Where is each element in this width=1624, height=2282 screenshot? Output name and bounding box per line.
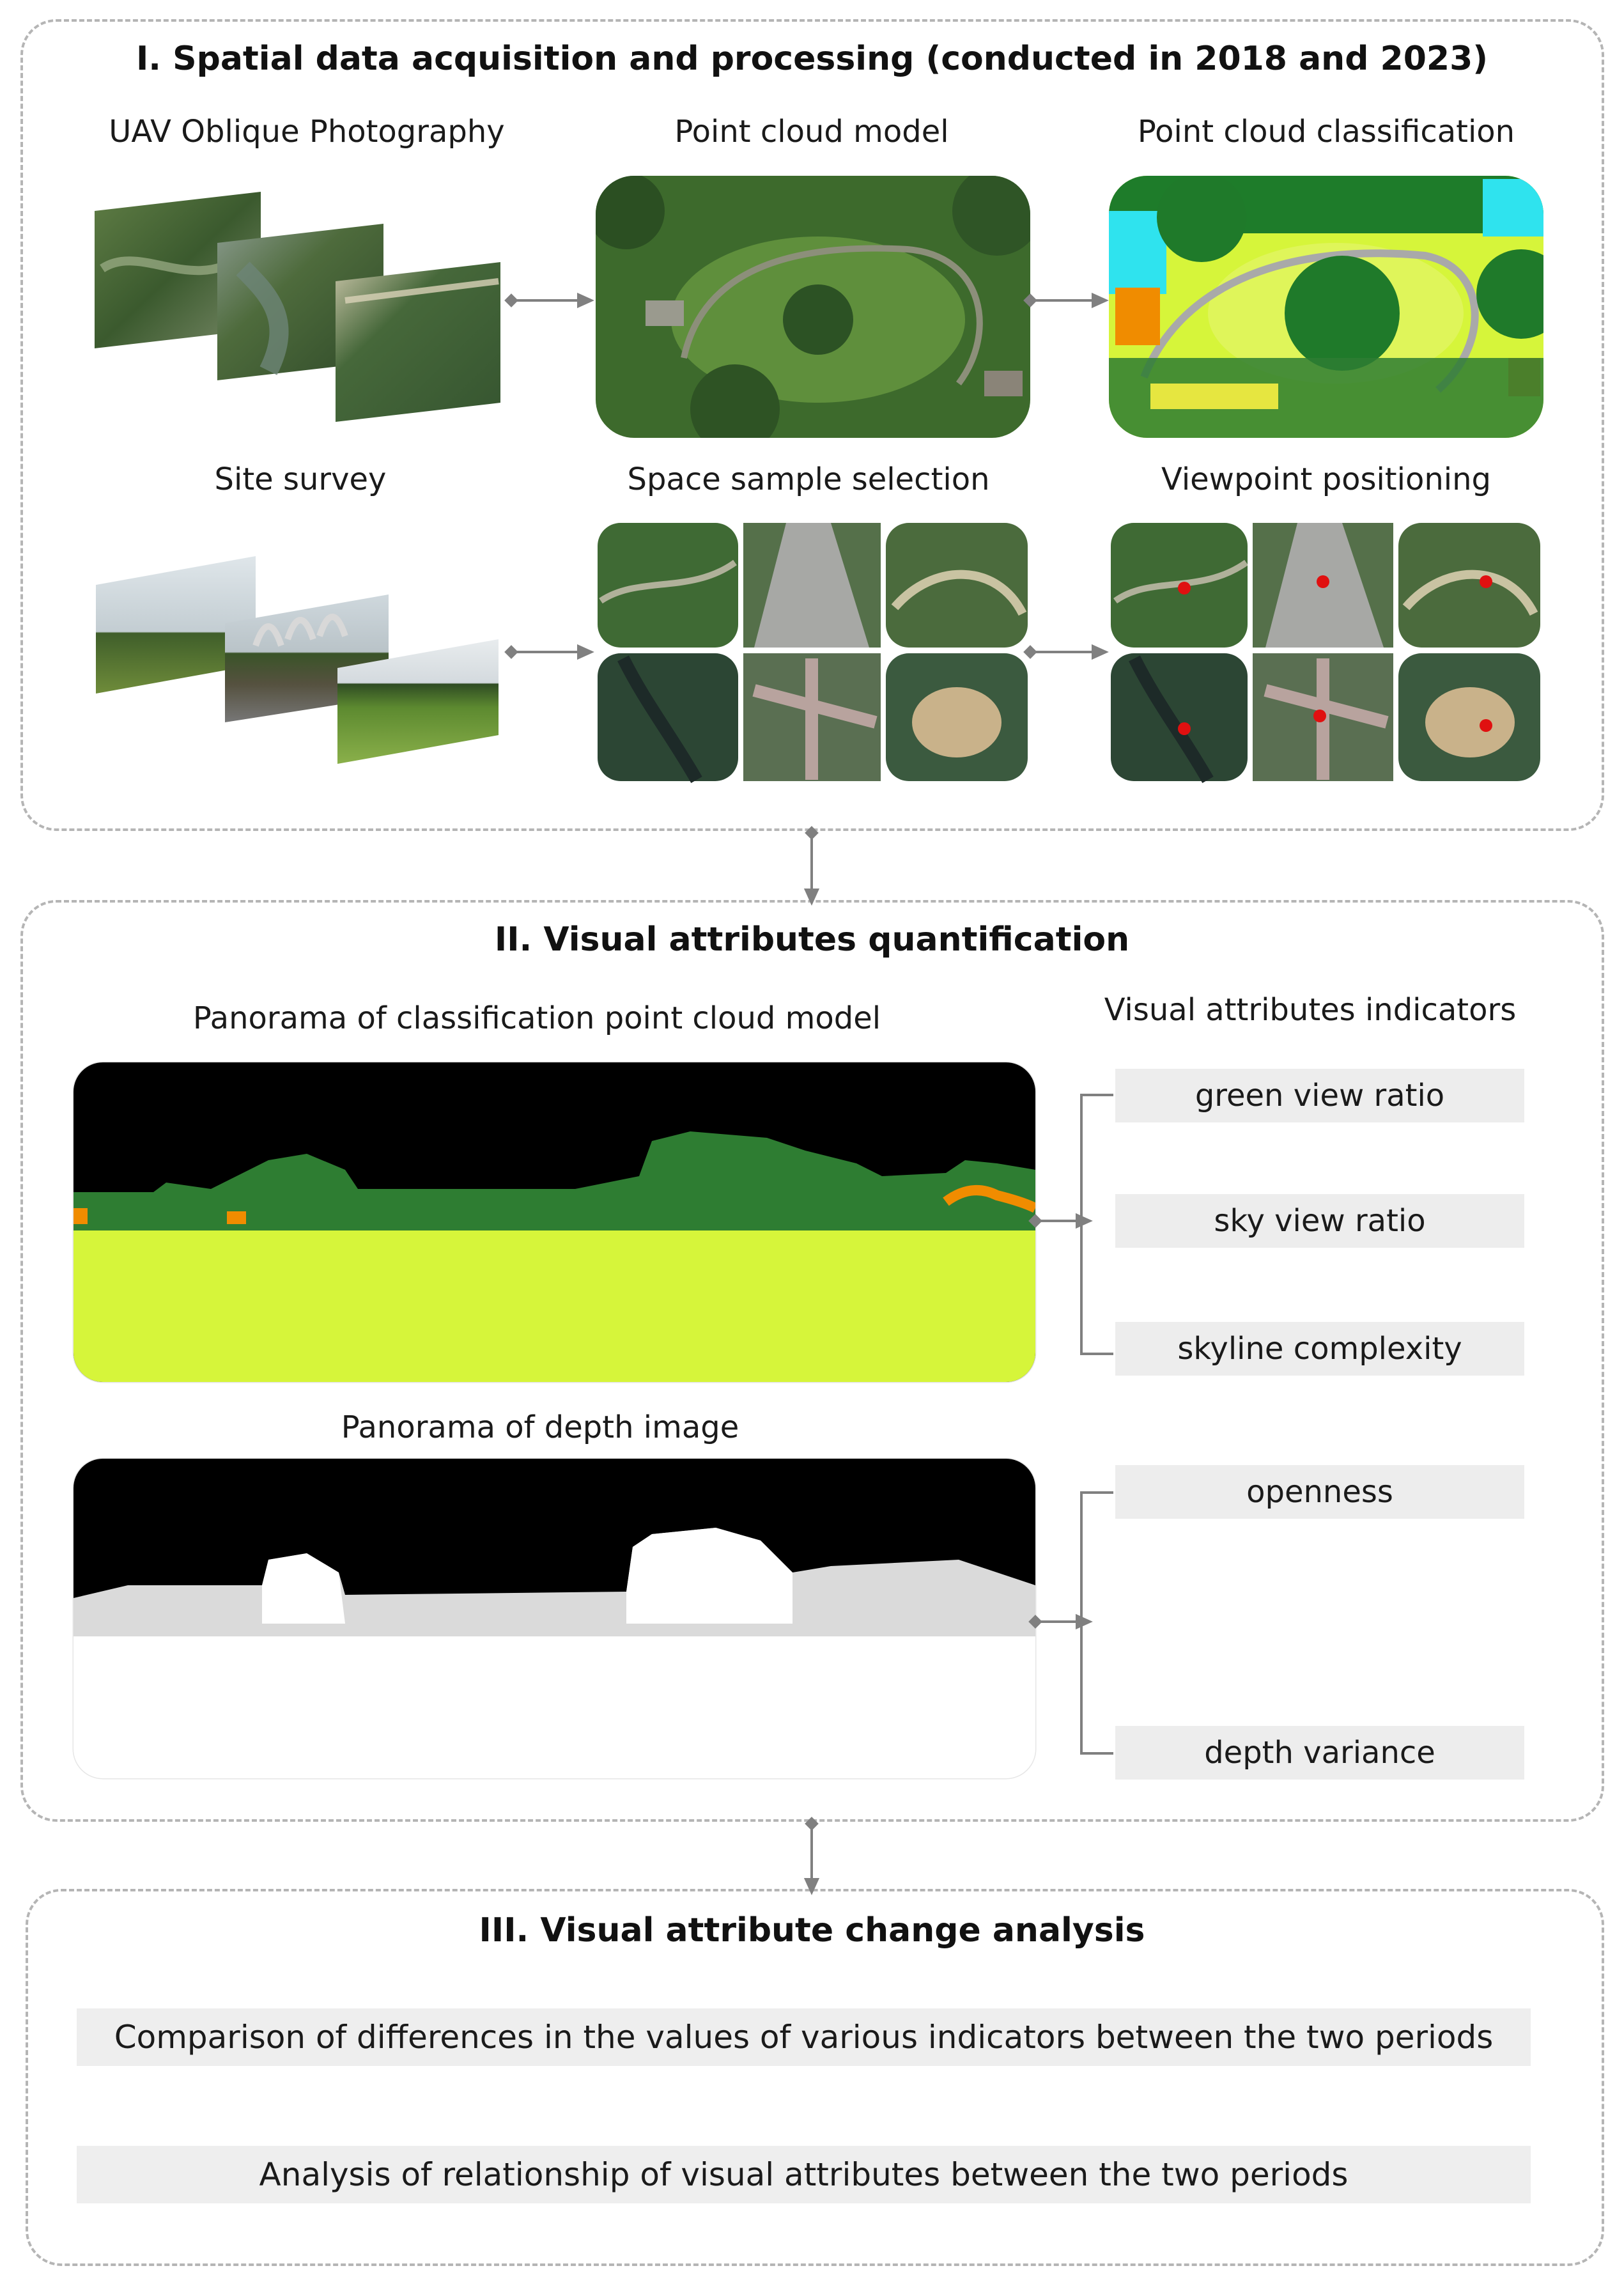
section-2-title: II. Visual attributes quantification (494, 920, 1130, 959)
viewpoint-label: Viewpoint positioning (1161, 462, 1491, 497)
analysis-item-relationship: Analysis of relationship of visual attri… (77, 2146, 1531, 2203)
indicator-sky-view-ratio: sky view ratio (1115, 1194, 1524, 1248)
survey-label: Site survey (214, 462, 387, 497)
uav-label: UAV Oblique Photography (109, 114, 505, 150)
indicator-skyline-complexity: skyline complexity (1115, 1322, 1524, 1376)
classification-label: Point cloud classification (1137, 114, 1515, 150)
analysis-item-comparison: Comparison of differences in the values … (77, 2008, 1531, 2066)
indicator-green-view-ratio: green view ratio (1115, 1069, 1524, 1122)
indicators-label: Visual attributes indicators (1104, 992, 1517, 1028)
indicator-openness: openness (1115, 1465, 1524, 1519)
pointcloud-label: Point cloud model (674, 114, 949, 150)
section-3-title: III. Visual attribute change analysis (479, 1911, 1145, 1950)
sample-label: Space sample selection (627, 462, 990, 497)
panorama-class-label: Panorama of classification point cloud m… (192, 1000, 881, 1036)
panorama-depth-label: Panorama of depth image (341, 1409, 739, 1445)
indicator-depth-variance: depth variance (1115, 1726, 1524, 1780)
section-1-title: I. Spatial data acquisition and processi… (135, 40, 1489, 78)
